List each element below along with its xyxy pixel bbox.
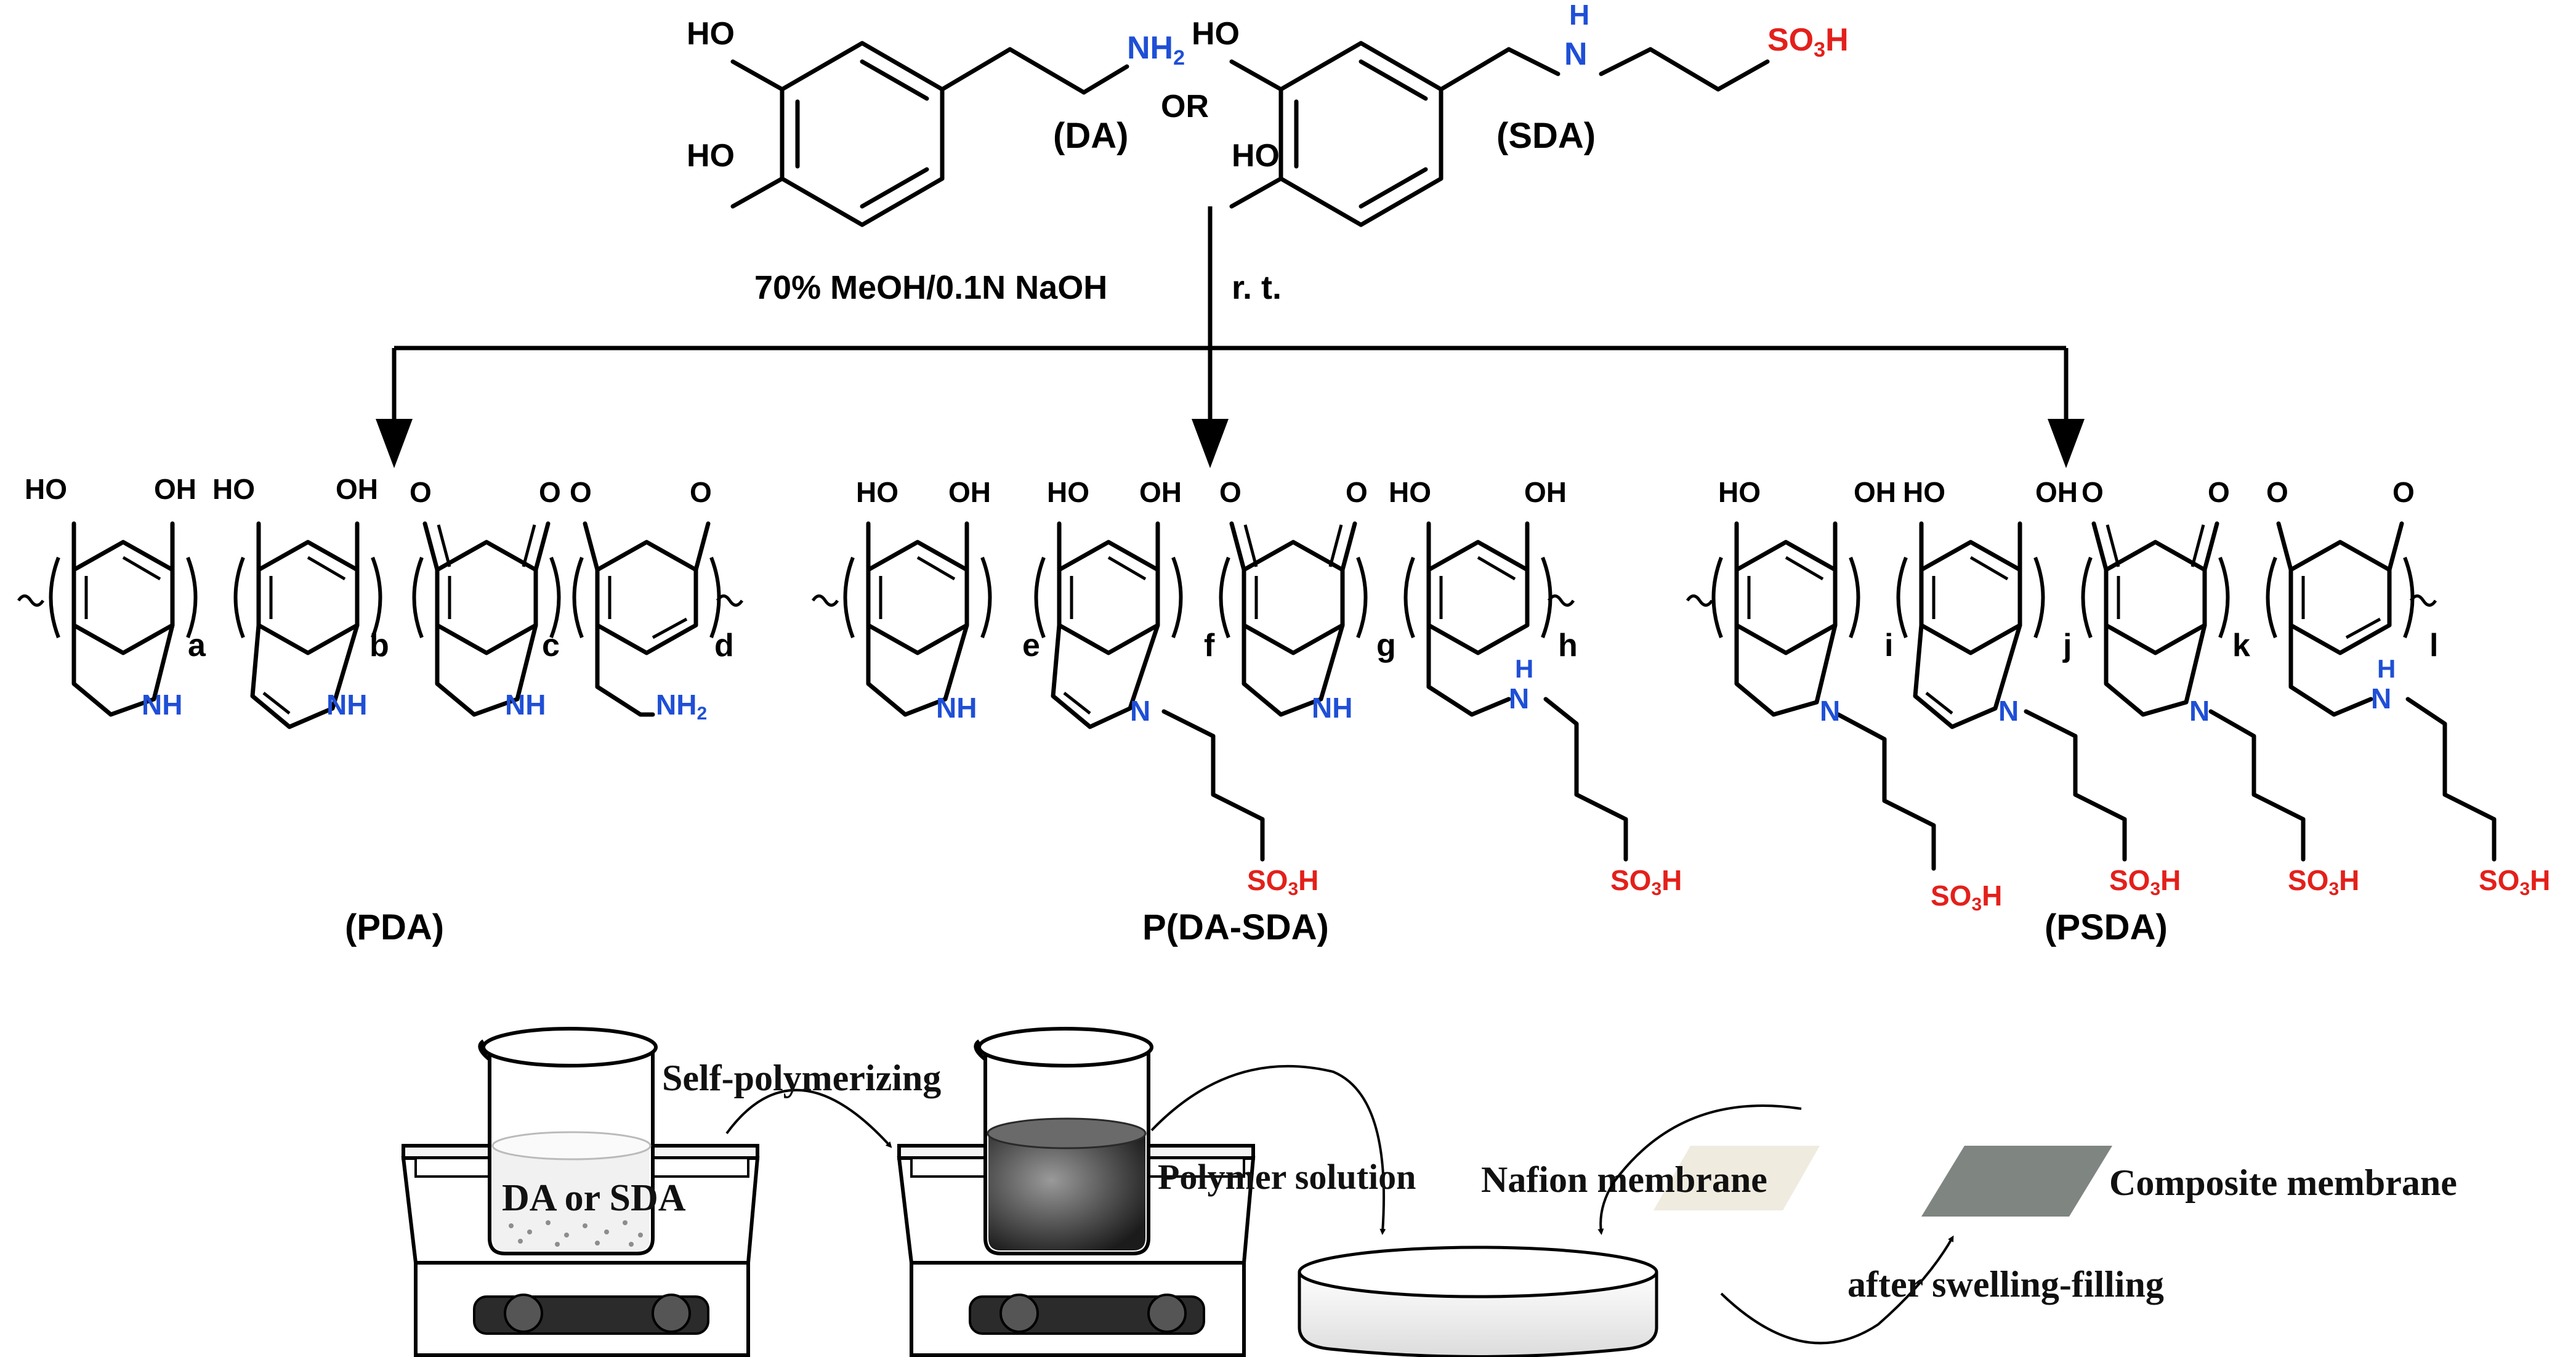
da-label: (DA) <box>1053 116 1128 156</box>
psda-k-o1: O <box>2081 476 2104 508</box>
reaction-temperature-label: r. t. <box>1232 269 1282 306</box>
pdasda-unit-e: e <box>1022 628 1040 663</box>
self-polymerizing-label: Self-polymerizing <box>662 1058 941 1098</box>
pdasda-h-ho: HO <box>1389 476 1431 508</box>
sda-amine-h: H <box>1569 0 1589 31</box>
psda-i-ho: HO <box>1718 476 1761 508</box>
reaction-solvent-label: 70% MeOH/0.1N NaOH <box>754 269 1107 306</box>
pdasda-e-ho: HO <box>856 476 898 508</box>
monomer-label: DA or SDA <box>502 1177 686 1219</box>
knob-right-icon[interactable] <box>652 1294 691 1333</box>
psda-j-ho: HO <box>1903 476 1945 508</box>
composite-membrane-label: Composite membrane <box>2109 1162 2457 1203</box>
pdasda-f-ho: HO <box>1047 476 1089 508</box>
pda-d-nh2: NH2 <box>656 689 707 724</box>
pdasda-h-oh: OH <box>1524 476 1567 508</box>
pda-unit-c: c <box>542 628 560 663</box>
pdasda-g-o1: O <box>1219 476 1242 508</box>
pdasda-e-nh: NH <box>936 692 977 724</box>
pda-unit-d: d <box>714 628 734 663</box>
pdasda-f-n: N <box>1130 695 1150 727</box>
knob-left-icon[interactable] <box>504 1294 543 1333</box>
pdasda-unit-g: g <box>1376 628 1396 663</box>
da-amine-label: NH2 <box>1127 30 1185 70</box>
da-hydroxyl-bottom: HO <box>687 138 735 174</box>
knob-left-2-icon[interactable] <box>999 1294 1039 1333</box>
pda-c-o2: O <box>539 476 561 508</box>
polymer-p-da-sda: HO OH NH e HO OH N SO3H f O O NH g <box>811 476 1682 947</box>
pdasda-e-oh: OH <box>948 476 991 508</box>
pdasda-unit-h: h <box>1558 628 1578 663</box>
pdasda-g-o2: O <box>1346 476 1368 508</box>
pda-b-nh: NH <box>326 689 367 721</box>
pdasda-h-so3h: SO3H <box>1610 864 1682 899</box>
psda-l-n: N <box>2371 683 2391 715</box>
curved-arrow-4 <box>1720 1235 1954 1345</box>
stirrer-2 <box>897 1027 1256 1357</box>
pda-a-oh: OH <box>154 473 196 505</box>
pdasda-f-oh: OH <box>1139 476 1182 508</box>
pda-name: (PDA) <box>345 907 444 947</box>
pda-c-o1: O <box>410 476 432 508</box>
pda-b-oh: OH <box>336 473 378 505</box>
sda-amine-n: N <box>1564 36 1588 72</box>
sda-sulfonic-label: SO3H <box>1767 22 1849 62</box>
psda-l-so3h: SO3H <box>2479 864 2550 899</box>
polymer-psda: HO OH N SO3H i HO OH N SO3H j O O N SO3H… <box>1686 476 2550 947</box>
pdasda-g-nh: NH <box>1312 692 1352 724</box>
polymer-solution-label: Polymer solution <box>1158 1157 1416 1197</box>
petri-dish <box>1298 1246 1658 1357</box>
sda-hydroxyl-bottom: HO <box>1232 138 1280 174</box>
da-hydroxyl-top: HO <box>687 16 735 52</box>
psda-j-n: N <box>1998 695 2019 727</box>
pdasda-unit-f: f <box>1204 628 1215 663</box>
psda-name: (PSDA) <box>2045 907 2168 947</box>
pda-b-ho: HO <box>212 473 255 505</box>
psda-l-o1: O <box>2266 476 2288 508</box>
stirrer-1: DA or SDA <box>401 1027 760 1357</box>
pda-d-o1: O <box>570 476 592 508</box>
psda-j-so3h: SO3H <box>2109 864 2181 899</box>
pdasda-h-h: H <box>1515 654 1533 683</box>
pdasda-h-n: N <box>1509 683 1529 715</box>
curved-arrow-1 <box>725 1088 892 1148</box>
psda-j-oh: OH <box>2035 476 2078 508</box>
or-label: OR <box>1161 89 1209 124</box>
sda-label: (SDA) <box>1496 116 1596 156</box>
swelling-filling-label: after swelling-filling <box>1847 1264 2164 1305</box>
knob-right-2-icon[interactable] <box>1147 1294 1187 1333</box>
nafion-membrane-shape <box>1653 1146 1820 1210</box>
pdasda-f-so3h: SO3H <box>1247 864 1318 899</box>
pda-a-nh: NH <box>142 689 182 721</box>
pda-d-o2: O <box>690 476 712 508</box>
curved-arrow-2 <box>1150 1064 1386 1235</box>
psda-unit-i: i <box>1884 628 1893 663</box>
sulfonated-dopamine-structure: HO HO H N SO3H (SDA) <box>1192 0 1849 227</box>
psda-k-so3h: SO3H <box>2288 864 2359 899</box>
psda-l-h: H <box>2377 654 2396 683</box>
dopamine-structure: HO HO NH2 (DA) <box>687 16 1185 227</box>
pda-c-nh: NH <box>505 689 546 721</box>
reaction-arrows: 70% MeOH/0.1N NaOH r. t. <box>376 206 2085 468</box>
psda-l-o2: O <box>2392 476 2415 508</box>
psda-unit-l: l <box>2429 628 2438 663</box>
psda-i-so3h: SO3H <box>1931 880 2002 915</box>
psda-k-n: N <box>2189 695 2210 727</box>
polymer-pda: HO OH NH a HO OH NH b O O NH c O <box>17 473 744 947</box>
p-da-sda-name: P(DA-SDA) <box>1142 907 1329 947</box>
psda-unit-k: k <box>2232 628 2250 663</box>
psda-unit-j: j <box>2062 628 2072 663</box>
psda-i-n: N <box>1820 695 1840 727</box>
sda-hydroxyl-top: HO <box>1192 16 1240 52</box>
psda-i-oh: OH <box>1854 476 1896 508</box>
psda-k-o2: O <box>2208 476 2230 508</box>
nafion-membrane-label: Nafion membrane <box>1481 1159 1767 1200</box>
pda-a-ho: HO <box>25 473 67 505</box>
composite-membrane-shape <box>1921 1146 2112 1217</box>
curved-arrow-3 <box>1597 1104 1802 1235</box>
